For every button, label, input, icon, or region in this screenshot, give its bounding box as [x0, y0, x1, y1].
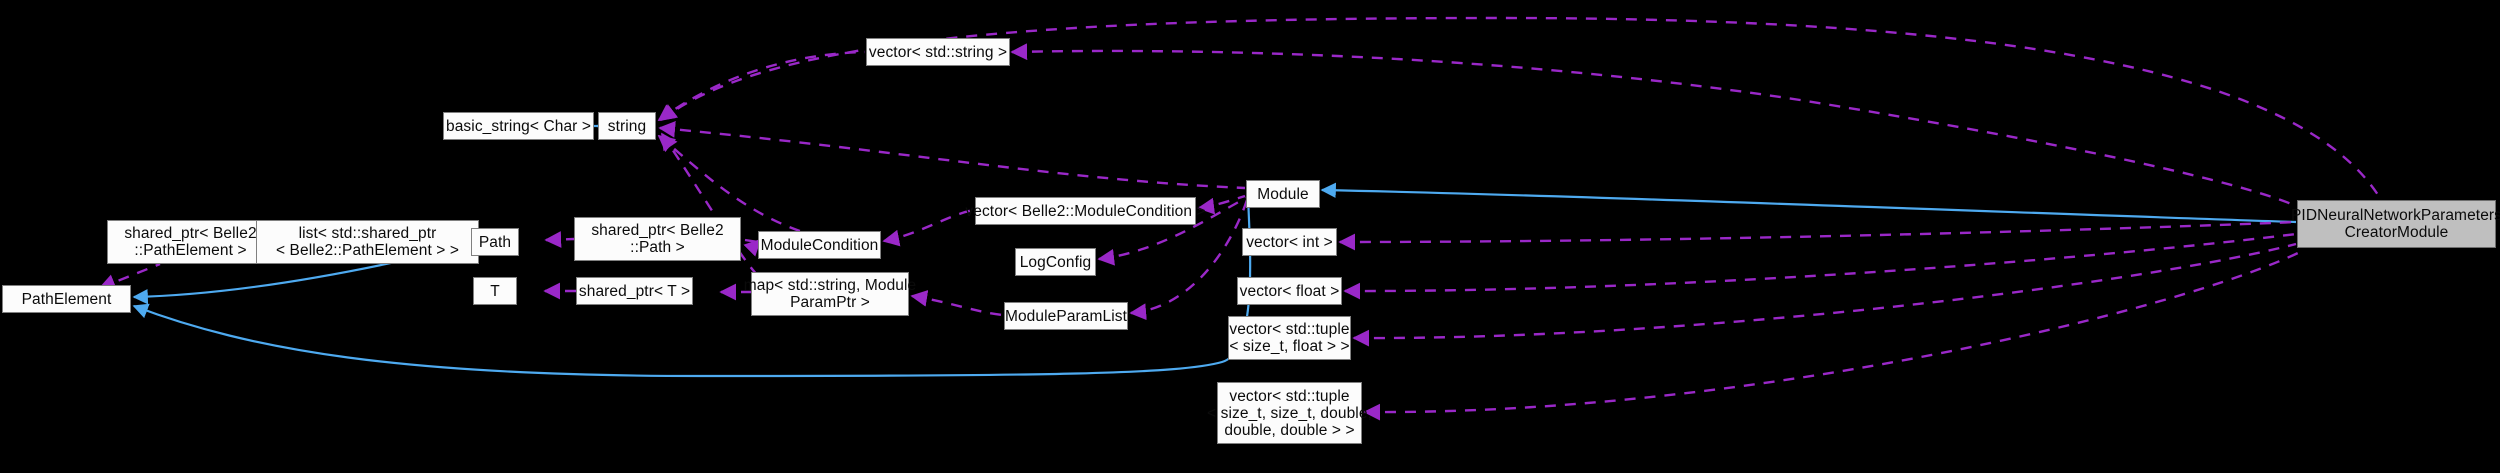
- node-string[interactable]: string: [598, 112, 656, 140]
- node-vector_tuple_sf[interactable]: vector< std::tuple < size_t, float > >: [1228, 316, 1351, 360]
- node-label-pid_module: PIDNeuralNetworkParameters CreatorModule: [2290, 207, 2500, 241]
- edge-pid-to-module: [1320, 182, 2297, 224]
- node-map_moduleparam[interactable]: map< std::string, Module ParamPtr >: [744, 272, 916, 316]
- node-label-path: Path: [478, 233, 512, 251]
- node-label-sharedptr_t: shared_ptr< T >: [578, 282, 691, 300]
- node-label-vector_string: vector< std::string >: [868, 43, 1008, 61]
- node-label-vector_int: vector< int >: [1246, 233, 1333, 251]
- node-moduleparamlist[interactable]: ModuleParamList: [1004, 302, 1128, 330]
- edge-pid-to-vectorstring: [1010, 43, 2297, 208]
- node-module[interactable]: Module: [1246, 180, 1320, 208]
- node-vector_tuple_big[interactable]: vector< std::tuple < size_t, size_t, dou…: [1207, 382, 1372, 444]
- node-label-sharedptr_pe: shared_ptr< Belle2 ::PathElement >: [124, 225, 257, 259]
- node-label-t: T: [490, 282, 500, 300]
- edge-modulecondition-sharedptr-path-line: [744, 238, 759, 244]
- node-t[interactable]: T: [473, 277, 517, 305]
- edge-pid-to-vectortuplesf: [1352, 242, 2297, 347]
- edge-vectorstring-to-string: [657, 50, 866, 121]
- node-pathelement[interactable]: PathElement: [2, 285, 131, 313]
- edge-pid-to-vectorfloat: [1343, 232, 2297, 300]
- node-sharedptr_t[interactable]: shared_ptr< T >: [576, 277, 693, 305]
- edge-pid-to-vectorint: [1338, 220, 2297, 251]
- node-label-vector_tuple_sf: vector< std::tuple < size_t, float > >: [1229, 321, 1350, 355]
- node-label-modulecondition: ModuleCondition: [760, 236, 879, 254]
- node-basic_string[interactable]: basic_string< Char >: [443, 112, 594, 140]
- node-vector_int[interactable]: vector< int >: [1242, 228, 1337, 256]
- node-label-map_moduleparam: map< std::string, Module ParamPtr >: [743, 277, 917, 311]
- edge-module-to-string: [658, 121, 1246, 190]
- node-label-basic_string: basic_string< Char >: [445, 117, 592, 135]
- node-vector_modulecond[interactable]: vector< Belle2::ModuleCondition >: [965, 197, 1206, 225]
- node-pid_module[interactable]: PIDNeuralNetworkParameters CreatorModule: [2291, 200, 2500, 248]
- node-sharedptr_pe[interactable]: shared_ptr< Belle2 ::PathElement >: [107, 220, 274, 264]
- node-vector_string[interactable]: vector< std::string >: [866, 38, 1010, 66]
- node-path[interactable]: Path: [471, 228, 519, 256]
- node-label-pathelement: PathElement: [21, 290, 112, 308]
- node-label-string: string: [607, 117, 647, 135]
- node-sharedptr_path[interactable]: shared_ptr< Belle2 ::Path >: [574, 217, 741, 261]
- node-vector_float[interactable]: vector< float >: [1237, 277, 1342, 305]
- edge-vectormodulecond-to-modulecondition: [882, 208, 975, 247]
- edge-sharedptr-path-to-path: [544, 231, 575, 248]
- node-label-module: Module: [1257, 185, 1309, 203]
- node-label-moduleparamlist: ModuleParamList: [1004, 307, 1128, 325]
- edge-module-to-vectormodulecond: [1197, 194, 1246, 215]
- edge-moduleparamlist-to-map: [910, 290, 1004, 317]
- node-label-sharedptr_path: shared_ptr< Belle2 ::Path >: [591, 222, 724, 256]
- node-label-list_sharedptr_pe: list< std::shared_ptr < Belle2::PathElem…: [275, 225, 460, 259]
- node-label-logconfig: LogConfig: [1019, 253, 1092, 271]
- node-logconfig[interactable]: LogConfig: [1015, 248, 1096, 276]
- node-modulecondition[interactable]: ModuleCondition: [758, 231, 881, 259]
- node-label-vector_modulecond: vector< Belle2::ModuleCondition >: [965, 202, 1206, 220]
- node-label-vector_float: vector< float >: [1239, 282, 1340, 300]
- node-label-vector_tuple_big: vector< std::tuple < size_t, size_t, dou…: [1207, 387, 1372, 439]
- node-list_sharedptr_pe[interactable]: list< std::shared_ptr < Belle2::PathElem…: [256, 220, 479, 264]
- edge-pid-to-vectortuplebig: [1363, 250, 2301, 421]
